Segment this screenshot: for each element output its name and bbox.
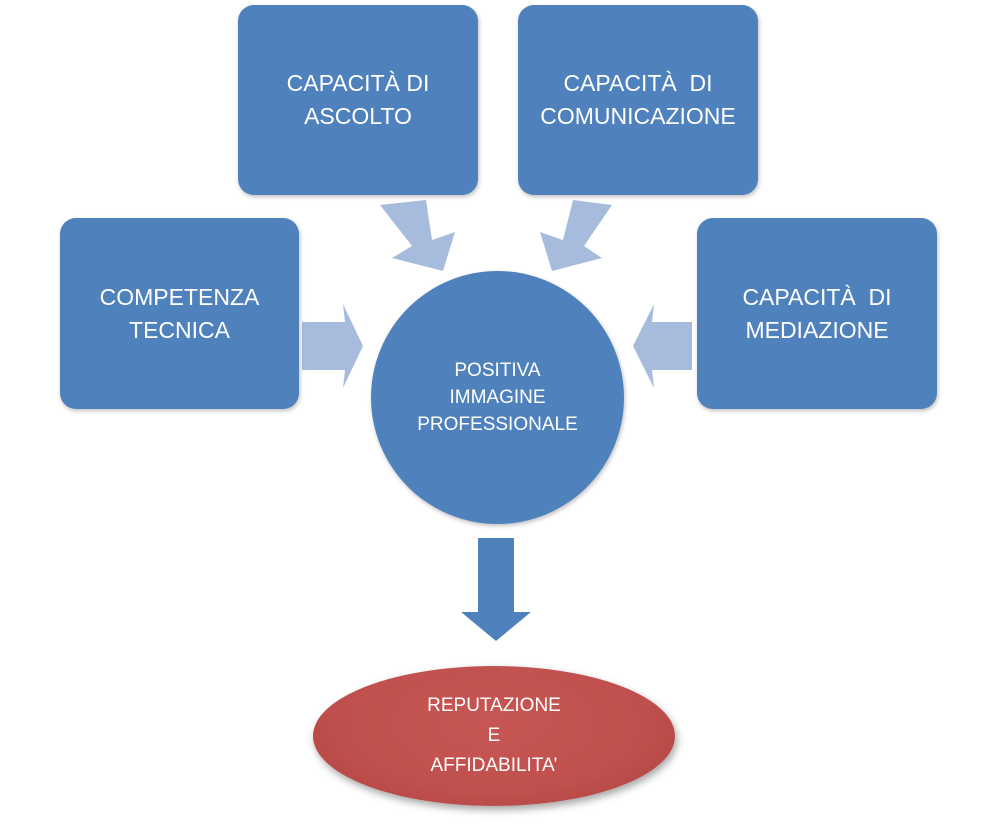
node-label-line: IMMAGINE (449, 387, 546, 408)
node-label-line: CAPACITÀ DI (286, 70, 430, 96)
node-capacita-comunicazione: CAPACITÀ DI COMUNICAZIONE (518, 5, 758, 195)
node-label-line: PROFESSIONALE (417, 414, 578, 435)
arrow-mediazione-to-center (633, 304, 692, 388)
node-label-line: COMUNICAZIONE (540, 103, 736, 129)
node-label-line: TECNICA (129, 316, 230, 343)
node-competenza-tecnica: COMPETENZA TECNICA (60, 218, 299, 409)
arrow-competenza-to-center (302, 304, 363, 388)
node-label-line: E (487, 725, 501, 746)
arrow-comunicazione-to-center (540, 200, 612, 271)
node-label-line: CAPACITÀ DI (742, 283, 892, 310)
node-label-line: ASCOLTO (304, 103, 412, 129)
node-positiva-immagine-professionale: POSITIVA IMMAGINE PROFESSIONALE (371, 271, 624, 524)
arrow-center-to-result (461, 538, 531, 641)
node-reputazione-affidabilita: REPUTAZIONE E AFFIDABILITA’ (313, 666, 675, 806)
node-label-line: CAPACITÀ DI (563, 70, 713, 96)
node-label-line: COMPETENZA (99, 283, 260, 310)
node-label-line: AFFIDABILITA’ (430, 755, 558, 776)
node-label-line: POSITIVA (454, 360, 541, 381)
node-label-line: MEDIAZIONE (745, 316, 889, 343)
node-capacita-mediazione: CAPACITÀ DI MEDIAZIONE (697, 218, 937, 409)
node-label-line: REPUTAZIONE (427, 695, 561, 716)
node-capacita-ascolto: CAPACITÀ DI ASCOLTO (238, 5, 478, 195)
arrow-ascolto-to-center (380, 200, 455, 271)
